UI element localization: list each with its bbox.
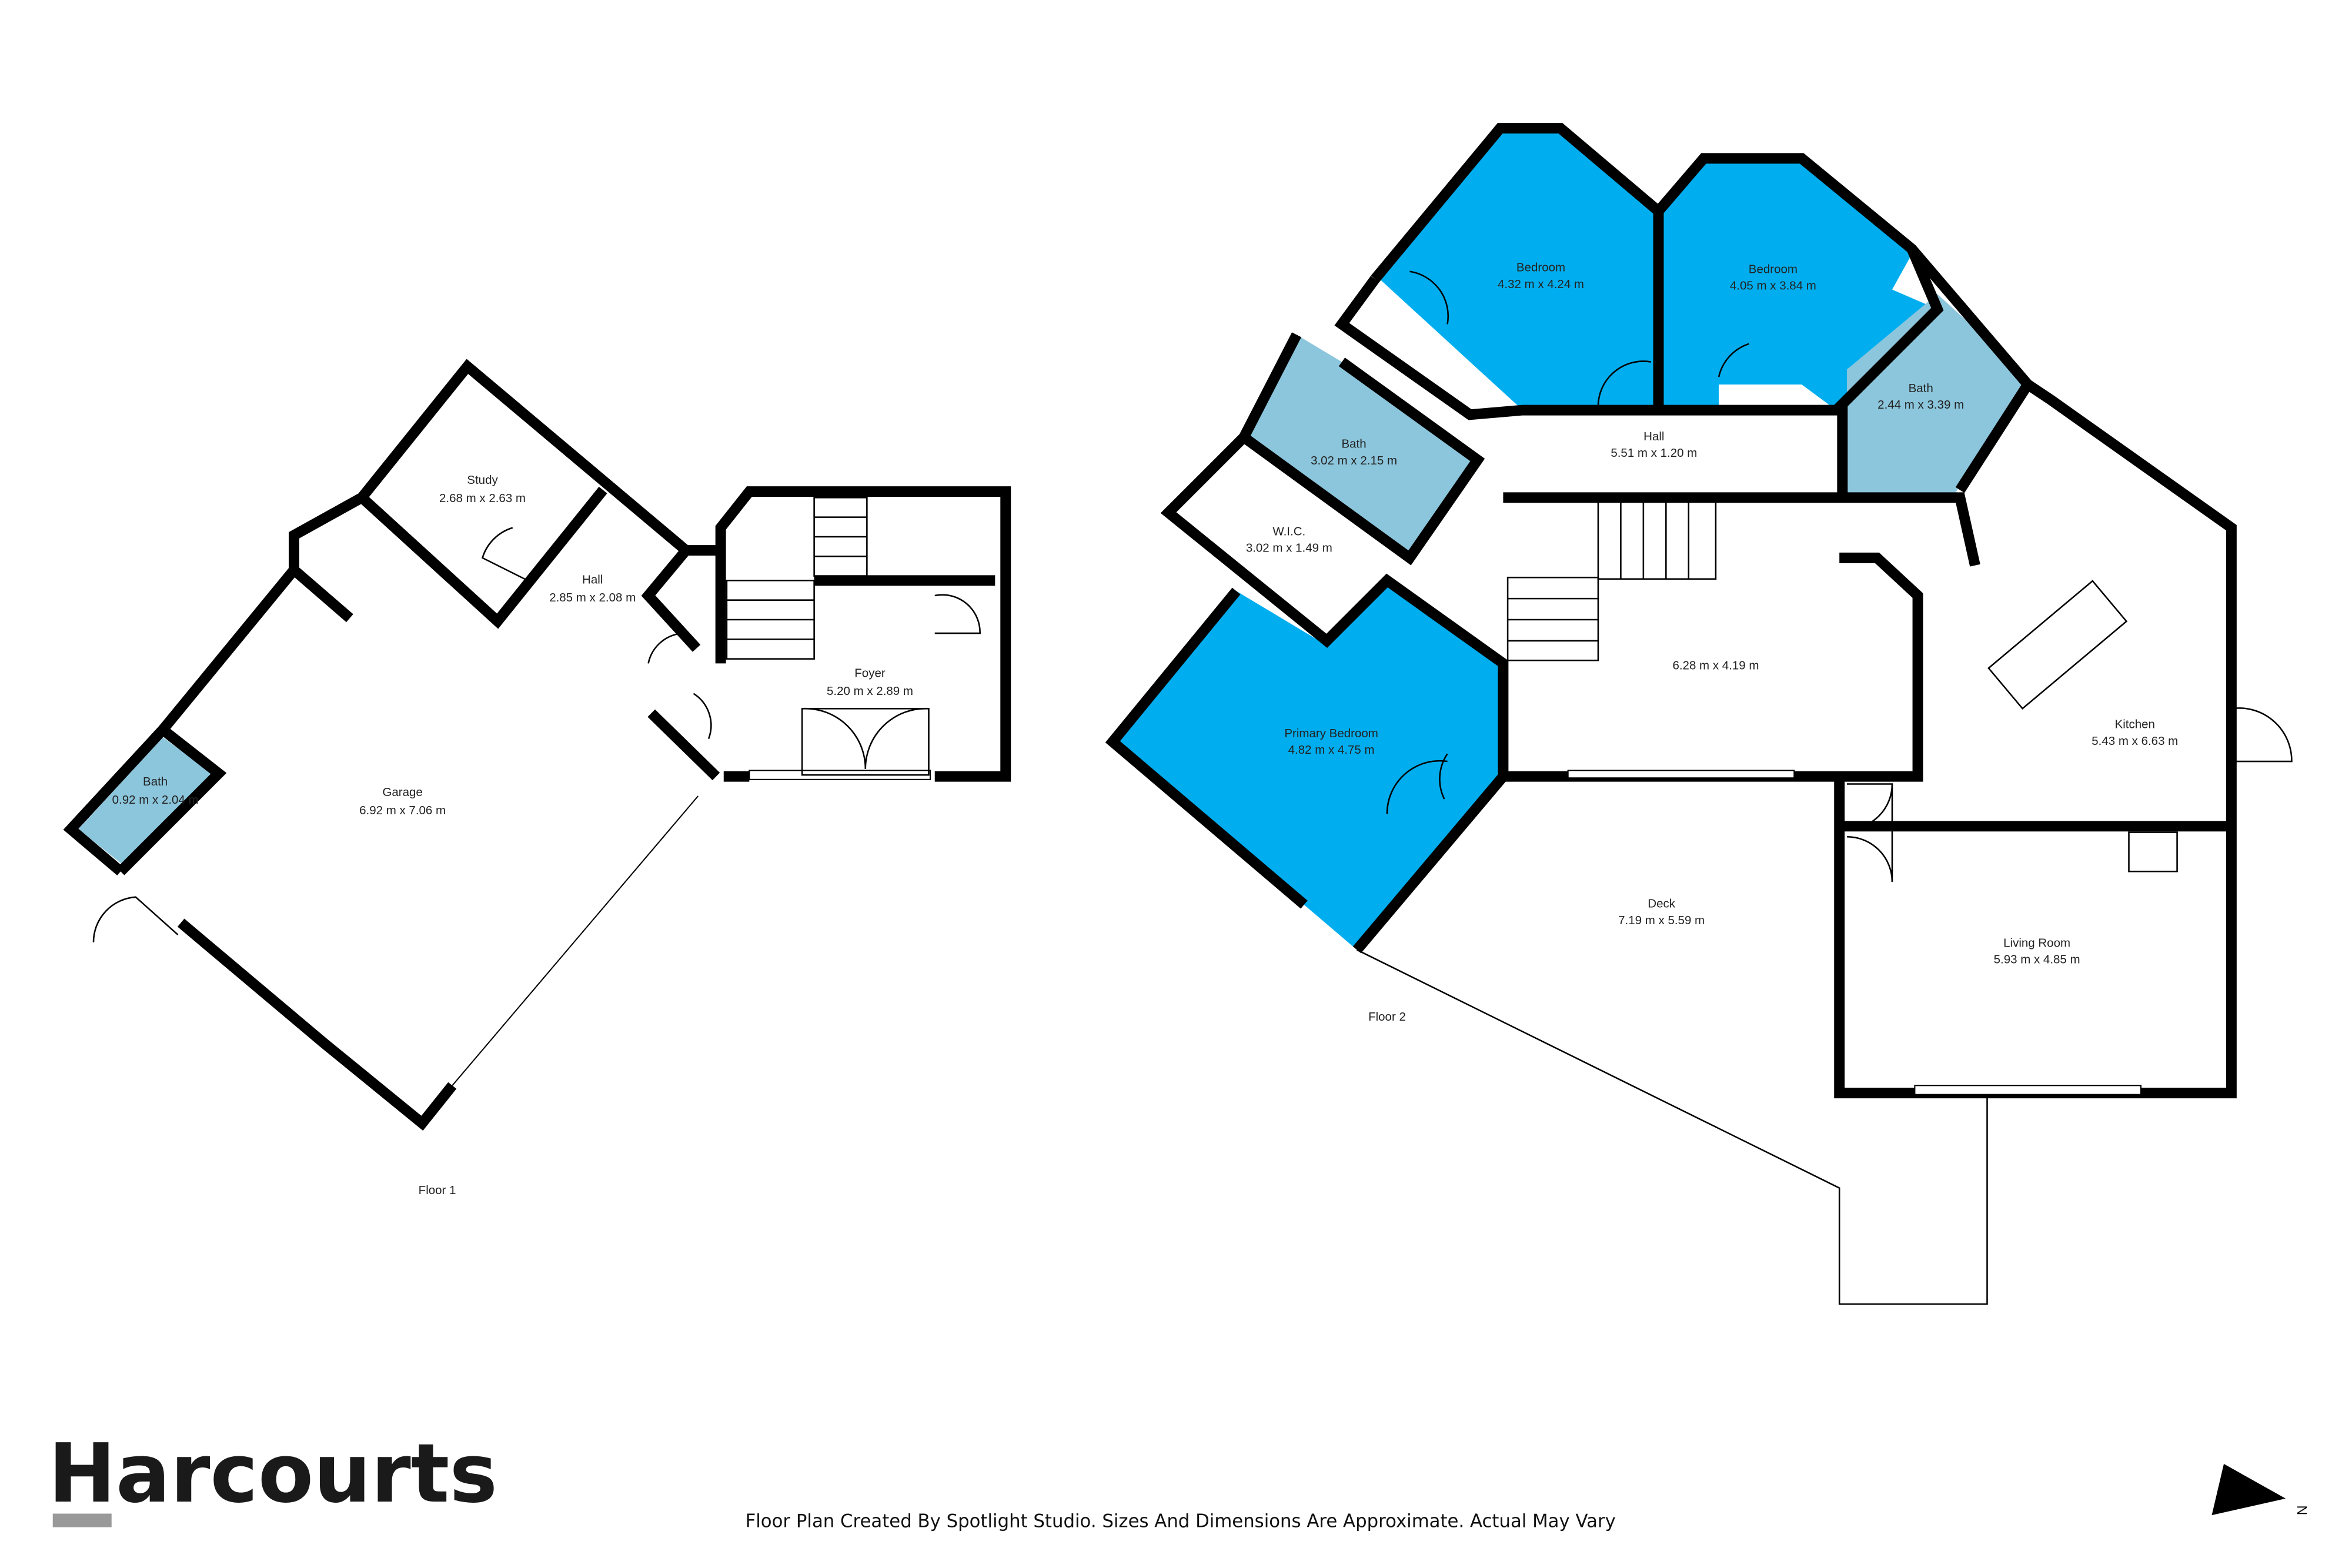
room-size: 0.92 m x 2.04 m [112, 793, 199, 807]
room-fill-bath-2 [1244, 335, 1478, 558]
room-size: 5.51 m x 1.20 m [1611, 446, 1697, 460]
room-size: 7.19 m x 5.59 m [1618, 914, 1705, 927]
wall [1105, 587, 1308, 909]
floor-2: Bedroom 4.32 m x 4.24 m Bedroom 4.05 m x… [1105, 123, 2293, 1305]
room-name: Hall [582, 573, 603, 586]
sliding-door[interactable] [1567, 770, 1795, 779]
stairs [1506, 500, 1717, 661]
door-swing [1386, 753, 1448, 814]
wall [1241, 357, 1485, 566]
room-fill-bedroom-2 [1658, 158, 1937, 410]
room-size: 2.44 m x 3.39 m [1877, 398, 1964, 412]
wall [1334, 276, 1848, 498]
room-size: 4.82 m x 4.75 m [1288, 743, 1375, 757]
logo-bar [52, 1513, 112, 1527]
room-name: Bedroom [1516, 261, 1565, 275]
room-fill-bedroom-1 [1379, 128, 1659, 410]
room-name: Bath [1341, 437, 1366, 451]
room-size: 2.68 m x 2.63 m [439, 492, 526, 505]
door-swing [92, 896, 179, 942]
room-size: 6.92 m x 7.06 m [359, 804, 446, 817]
door-swing [481, 527, 529, 581]
floor1-garage-wall [158, 359, 721, 733]
door-swing [934, 594, 981, 634]
floor1-hall-wall [641, 547, 701, 652]
room-size: 3.02 m x 1.49 m [1246, 541, 1332, 555]
room-name: Hall [1643, 430, 1664, 443]
room-name: Deck [1648, 897, 1675, 911]
double-door[interactable] [801, 708, 930, 776]
wall [1834, 380, 2237, 1099]
room-size: 5.93 m x 4.85 m [1994, 953, 2080, 967]
door-swing [802, 707, 929, 769]
room-size: 5.43 m x 6.63 m [2092, 734, 2178, 748]
brand-logo: Harcourts [48, 1426, 497, 1521]
room-size: 4.32 m x 4.24 m [1498, 278, 1584, 291]
footer: Harcourts Floor Plan Created By Spotligh… [48, 1426, 2310, 1532]
room-size: 5.20 m x 2.89 m [827, 684, 913, 698]
floor-2-label: Floor 2 [1368, 1010, 1406, 1024]
room-size: 6.28 m x 4.19 m [1672, 659, 1759, 673]
room-name: Bedroom [1749, 262, 1798, 276]
door-swing [1409, 270, 1449, 325]
room-name: Foyer [854, 666, 886, 680]
garage-door[interactable] [452, 795, 699, 1086]
floor-1: Study 2.68 m x 2.63 m Hall 2.85 m x 2.08… [63, 359, 1011, 1197]
room-name: W.I.C. [1272, 524, 1305, 538]
room-name: Primary Bedroom [1284, 727, 1378, 740]
window [1914, 1085, 2142, 1095]
floor-1-label: Floor 1 [419, 1183, 456, 1197]
wall [290, 566, 353, 623]
north-label: N [2294, 1505, 2310, 1515]
wall [1503, 492, 1980, 567]
room-fill-primary-bedroom [1112, 580, 1504, 950]
floor2-walls [1371, 123, 1944, 414]
room-name: Kitchen [2115, 718, 2155, 731]
fireplace [2128, 831, 2178, 872]
floor1-foyer-wall [715, 486, 1011, 782]
room-size: 2.85 m x 2.08 m [549, 591, 636, 604]
room-size: 3.02 m x 2.15 m [1311, 454, 1397, 467]
wall [1160, 332, 1509, 777]
room-name: Study [467, 473, 498, 487]
north-arrow-icon: N [2211, 1463, 2310, 1516]
room-name: Bath [143, 775, 168, 788]
floor1-study-wall [358, 486, 607, 629]
floor1-lower-wall [177, 918, 457, 1131]
stairs [726, 497, 868, 660]
kitchen-island [1987, 580, 2128, 710]
room-size: 4.05 m x 3.84 m [1730, 279, 1816, 292]
room-name: Bath [1909, 382, 1933, 395]
room-name: Living Room [2003, 936, 2070, 950]
disclaimer: Floor Plan Created By Spotlight Studio. … [746, 1511, 1616, 1532]
wall [647, 709, 720, 781]
deck-outline [1357, 949, 1988, 1305]
door-swing [2231, 707, 2293, 763]
door-swing [647, 632, 712, 740]
room-name: Garage [382, 785, 422, 799]
door-swing [1597, 343, 1749, 407]
double-door[interactable] [1847, 783, 1893, 882]
wall [1352, 773, 1508, 954]
room-fill-bath-f1 [78, 737, 215, 865]
